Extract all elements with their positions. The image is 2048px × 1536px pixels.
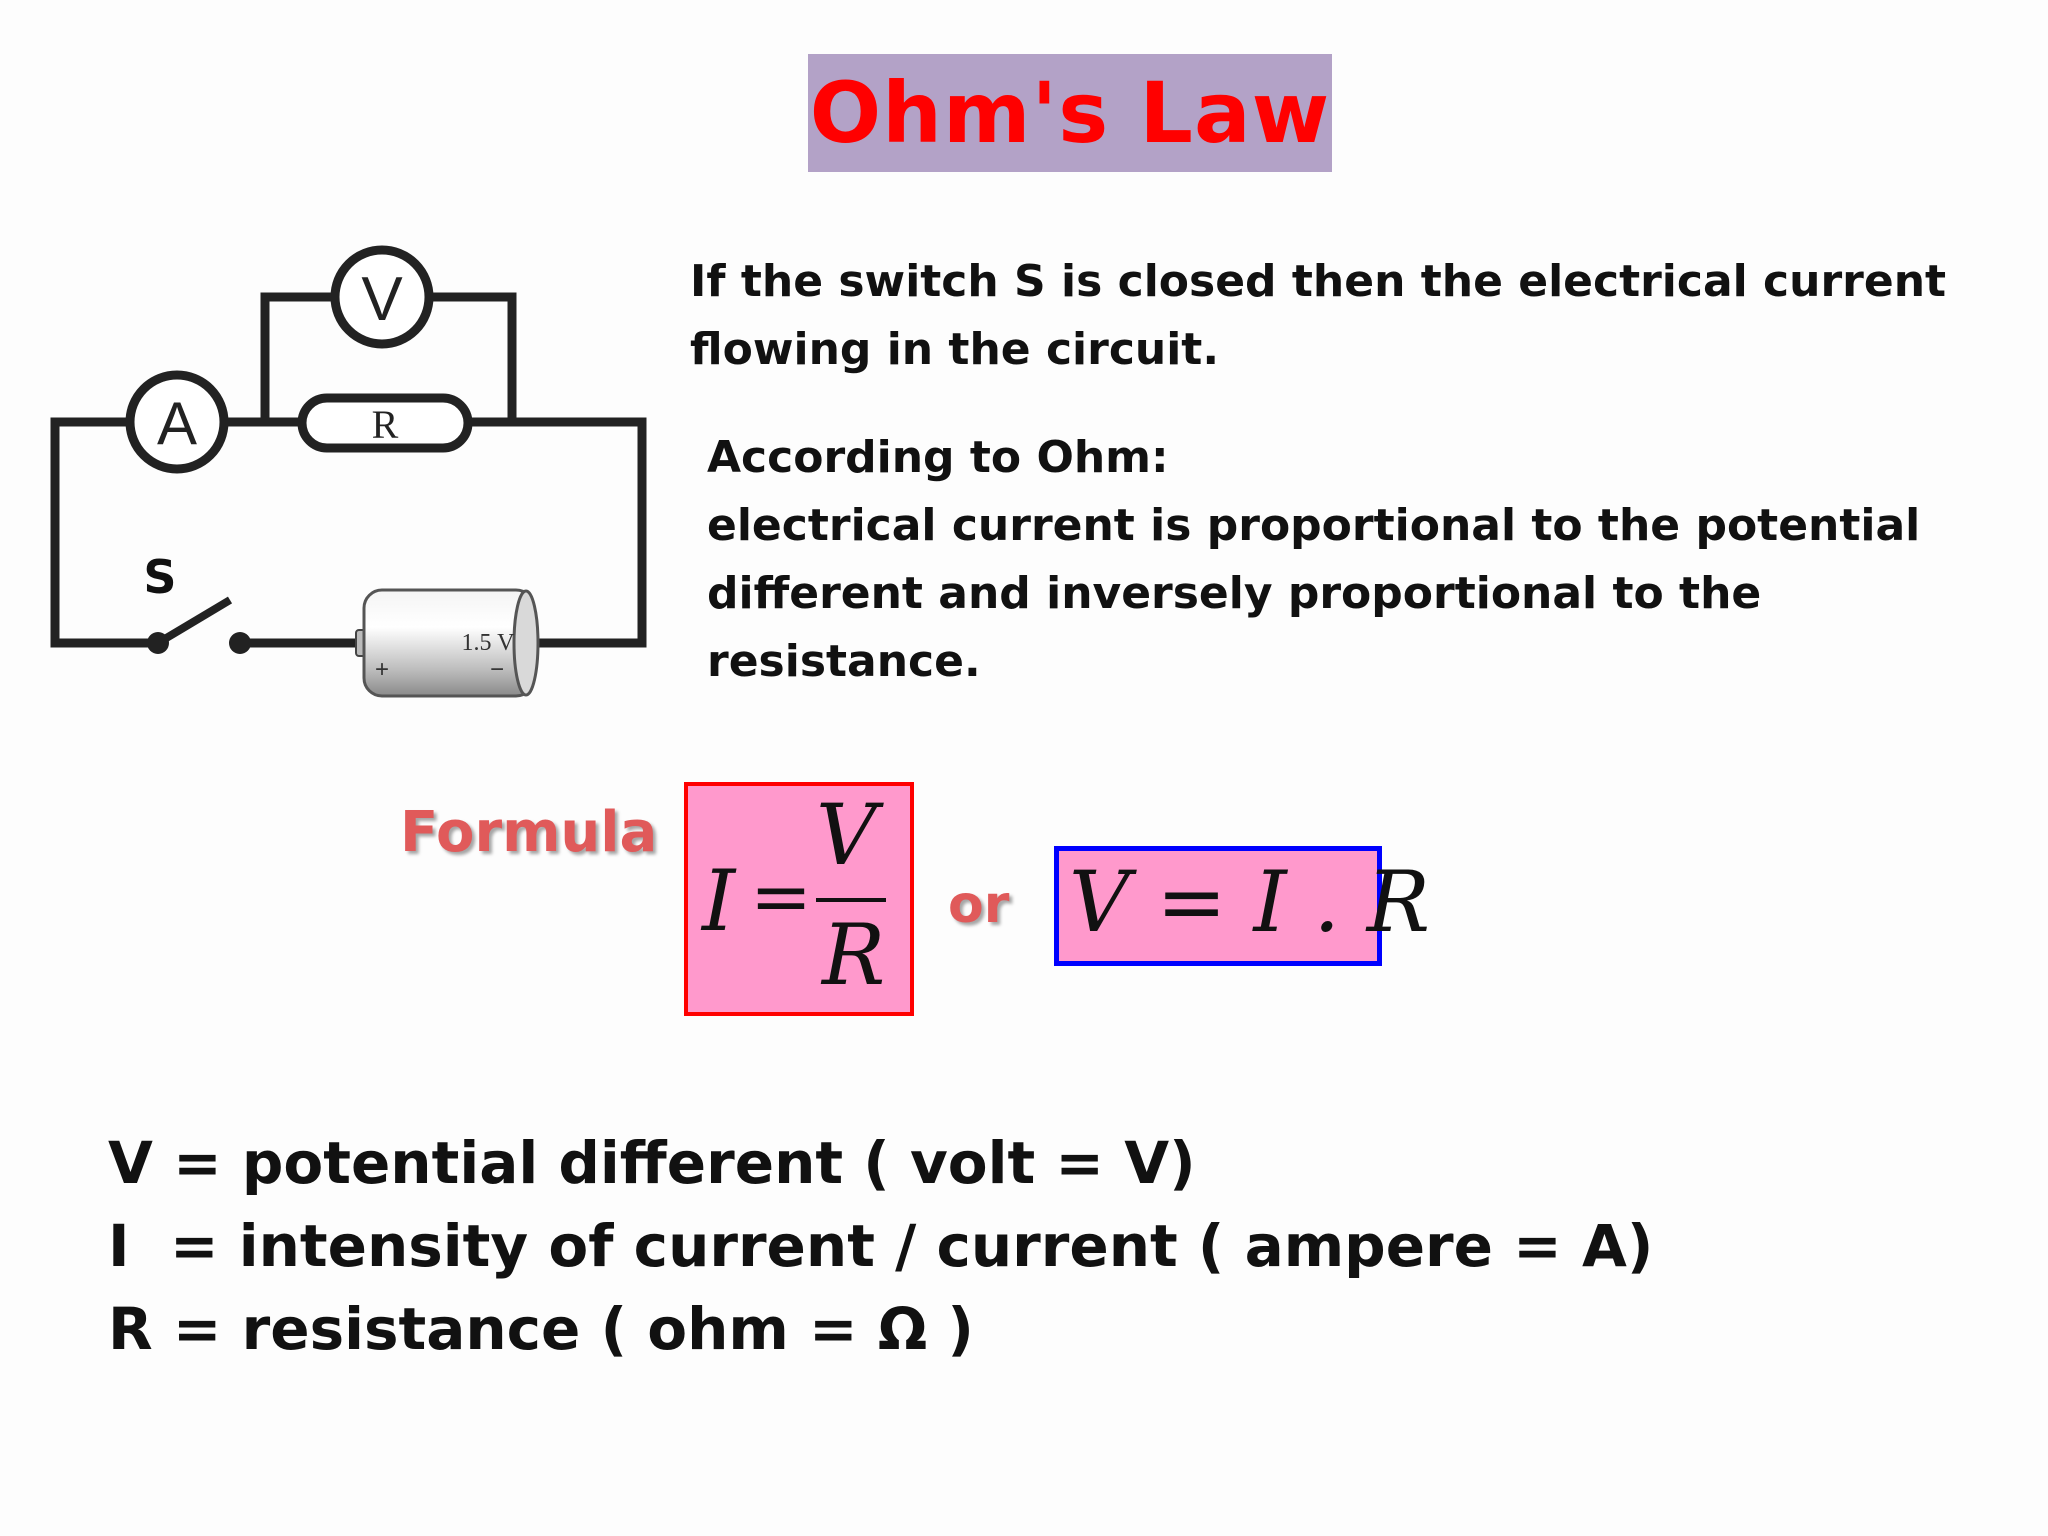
- definition-voltage: V = potential different ( volt = V): [108, 1129, 1196, 1197]
- battery-label: 1.5 V: [462, 630, 516, 656]
- title-box: Ohm's Law: [808, 54, 1332, 172]
- ammeter-label: A: [157, 390, 197, 457]
- resistor: R: [297, 393, 473, 453]
- definition-current: I = intensity of current / current ( amp…: [108, 1212, 1654, 1280]
- battery-minus: −: [490, 656, 504, 683]
- wire-voltmeter-left: [260, 292, 343, 427]
- formula-label: Formula: [400, 800, 658, 865]
- circuit-diagram: V A R S: [50, 245, 647, 698]
- definitions-list: V = potential different ( volt = V) I = …: [108, 1122, 1708, 1371]
- formula1-numerator: V: [816, 786, 877, 884]
- battery: 1.5 V + −: [355, 588, 540, 698]
- fraction-bar: [816, 898, 886, 902]
- formula1-lhs: I: [702, 852, 736, 950]
- ammeter: A: [125, 370, 229, 474]
- ohm-body: electrical current is proportional to th…: [707, 500, 1921, 687]
- wire-voltmeter-right: [422, 292, 517, 427]
- voltmeter-label: V: [361, 265, 403, 334]
- battery-plus: +: [375, 656, 389, 683]
- formula1-equals: =: [750, 854, 813, 940]
- formula-box-voltage: V = I . R: [1054, 846, 1430, 966]
- ohm-paragraph: According to Ohm: electrical current is …: [707, 424, 2027, 696]
- voltmeter: V: [330, 245, 434, 349]
- slide-title: Ohm's Law: [809, 64, 1331, 162]
- ohm-heading: According to Ohm:: [707, 432, 1169, 483]
- formula2: V = I . R: [1069, 853, 1430, 951]
- formula1-denominator: R: [822, 906, 886, 1004]
- definition-resistance: R = resistance ( ohm = Ω ): [108, 1295, 974, 1363]
- or-label: or: [948, 875, 1010, 935]
- switch-paragraph: If the switch S is closed then the elect…: [690, 256, 1947, 375]
- switch: S: [143, 550, 251, 654]
- formula-box-current: I = V R: [684, 782, 914, 1016]
- switch-label: S: [143, 550, 176, 604]
- resistor-label: R: [372, 402, 399, 447]
